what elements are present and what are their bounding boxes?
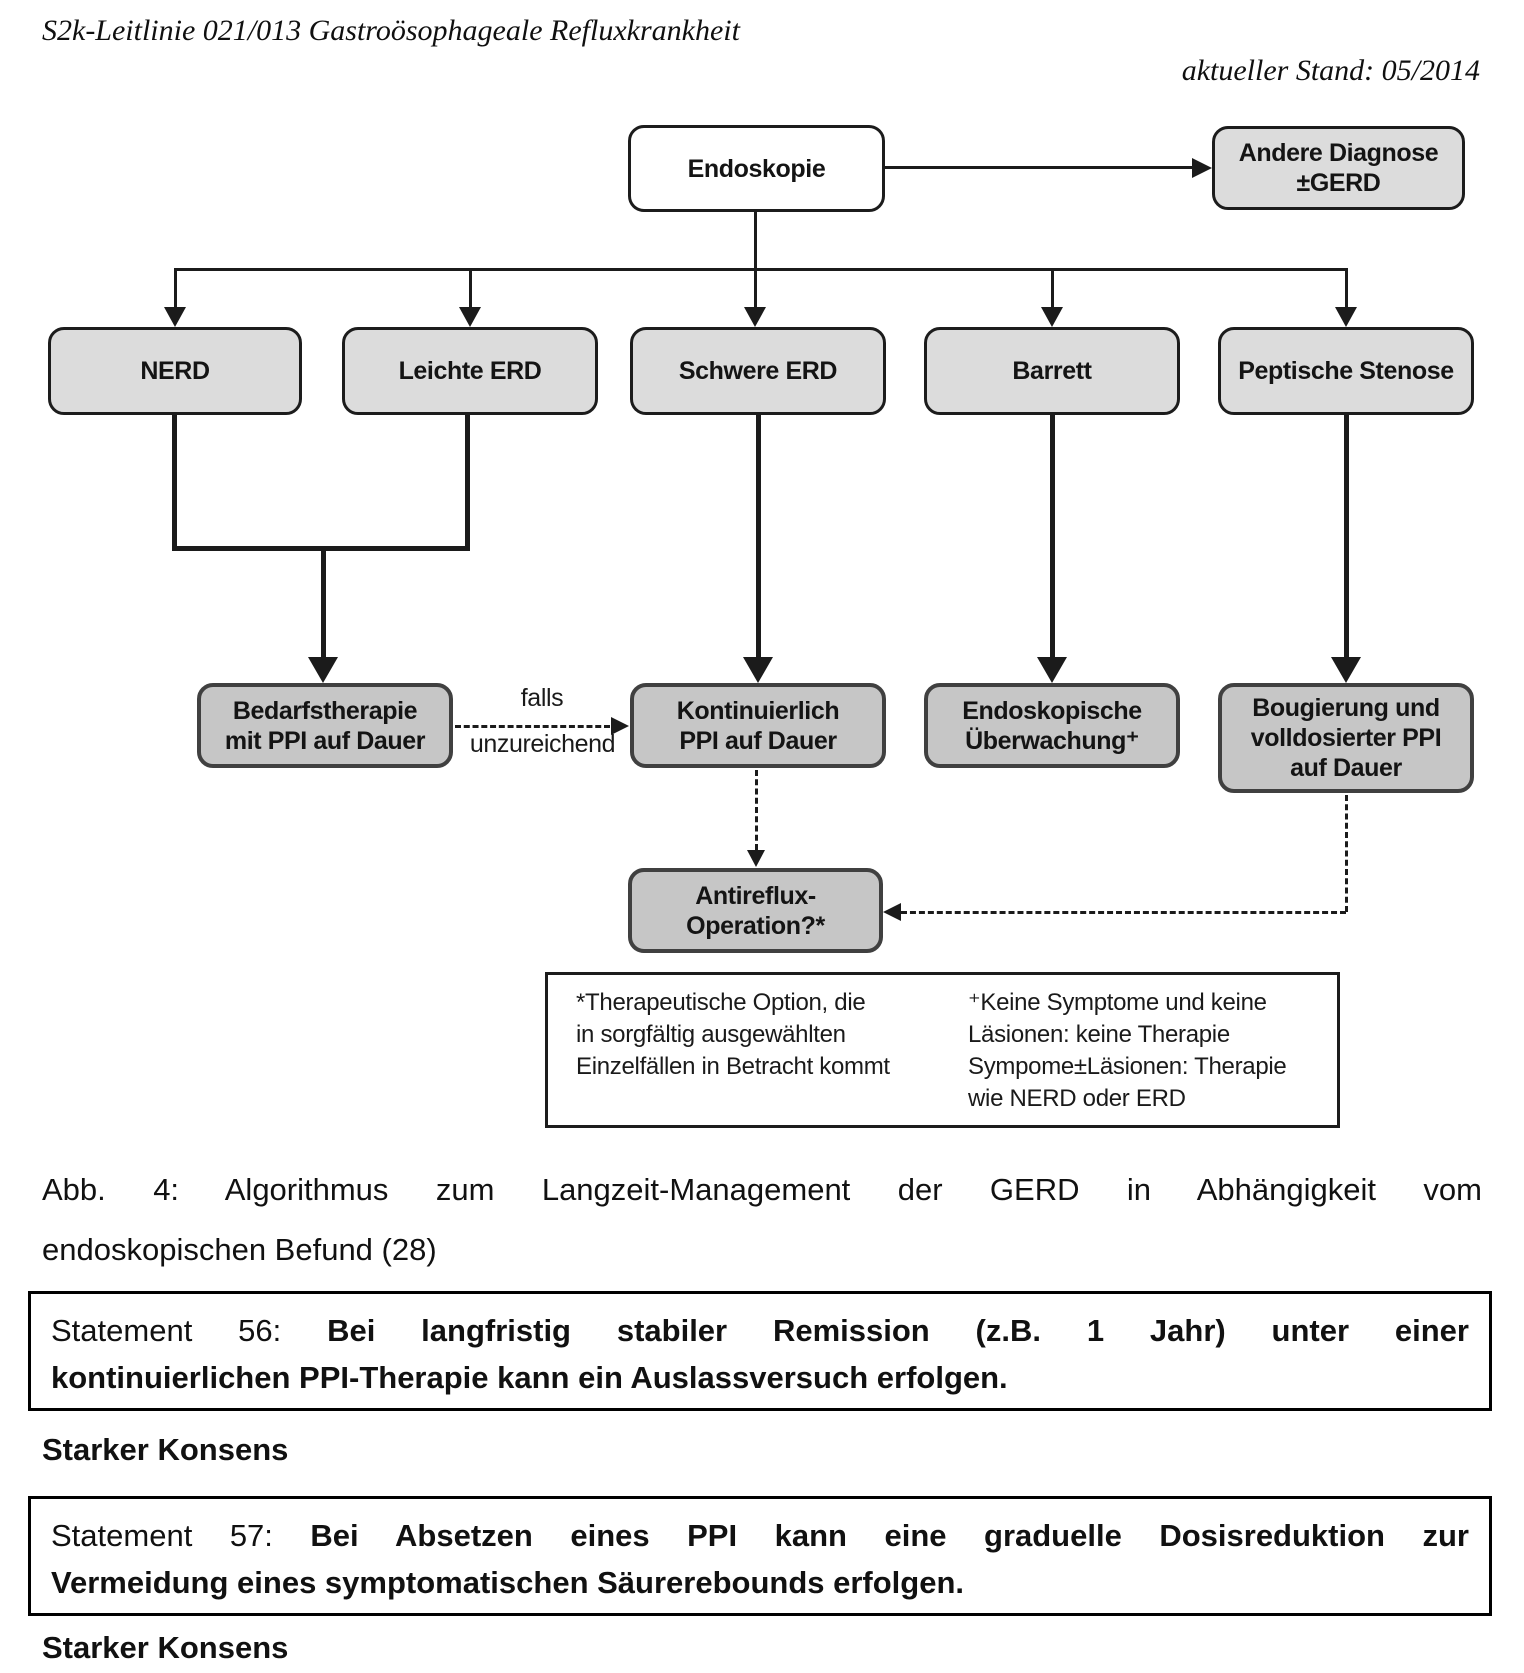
- node-schwere-erd: Schwere ERD: [630, 327, 886, 415]
- arrowhead-to-antireflux-top: [747, 850, 765, 867]
- statement-56-prefix: Statement 56:: [51, 1313, 328, 1348]
- statement-56-box: Statement 56: Bei langfristig stabiler R…: [28, 1291, 1492, 1411]
- node-leichte-erd: Leichte ERD: [342, 327, 598, 415]
- figure-caption: Abb. 4: Algorithmus zum Langzeit-Managem…: [42, 1160, 1482, 1280]
- line-endoskopie-drop: [754, 212, 757, 308]
- node-barrett: Barrett: [924, 327, 1180, 415]
- consensus-56: Starker Konsens: [42, 1432, 289, 1467]
- arrowhead-to-antireflux-right: [883, 903, 901, 921]
- arrow-endoskopie-to-andere-line: [885, 166, 1192, 169]
- document-status-date: aktueller Stand: 05/2014: [1181, 54, 1480, 87]
- footnote-box: *Therapeutische Option, die in sorgfälti…: [545, 972, 1340, 1128]
- node-bougierung: Bougierung und volldosierter PPI auf Dau…: [1218, 683, 1474, 793]
- arrowhead-to-nerd: [164, 307, 186, 327]
- line-peptische-to-bougierung: [1344, 415, 1349, 658]
- arrowhead-to-schwere: [744, 307, 766, 327]
- statement-57-line2: Vermeidung eines symptomatischen Säurere…: [51, 1565, 965, 1600]
- statement-57-box: Statement 57: Bei Absetzen eines PPI kan…: [28, 1496, 1492, 1616]
- node-endoskopie: Endoskopie: [628, 125, 885, 212]
- consensus-57: Starker Konsens: [42, 1630, 289, 1665]
- statement-56-text1: Bei langfristig stabiler Remission (z.B.…: [327, 1313, 1469, 1348]
- line-drop-peptische: [1345, 268, 1348, 308]
- arrow-endoskopie-to-andere-head: [1192, 158, 1212, 178]
- line-drop-barrett: [1051, 268, 1054, 308]
- footnote-asterisk: *Therapeutische Option, die in sorgfälti…: [576, 989, 890, 1080]
- line-distributor: [174, 268, 1348, 271]
- line-merge-nerd: [172, 415, 177, 550]
- node-bedarfstherapie: Bedarfstherapie mit PPI auf Dauer: [197, 683, 453, 768]
- figure-caption-line1: Abb. 4: Algorithmus zum Langzeit-Managem…: [42, 1172, 1482, 1207]
- dashed-bougierung-down: [1345, 795, 1348, 912]
- node-andere-diagnose: Andere Diagnose ±GERD: [1212, 126, 1465, 210]
- edge-label-falls: falls: [520, 684, 564, 712]
- arrowhead-to-bougierung: [1331, 657, 1361, 683]
- node-peptische-stenose: Peptische Stenose: [1218, 327, 1474, 415]
- arrowhead-to-barrett: [1041, 307, 1063, 327]
- arrowhead-to-kontinuierlich: [743, 657, 773, 683]
- statement-57-prefix: Statement 57:: [51, 1518, 311, 1553]
- arrowhead-to-leichte: [459, 307, 481, 327]
- line-merge-drop: [321, 548, 326, 658]
- statement-56-line1: Statement 56: Bei langfristig stabiler R…: [51, 1307, 1469, 1354]
- node-kontinuierlich-ppi: Kontinuierlich PPI auf Dauer: [630, 683, 886, 768]
- document-title: S2k-Leitlinie 021/013 Gastroösophageale …: [42, 14, 740, 47]
- line-drop-leichte: [469, 268, 472, 308]
- node-nerd: NERD: [48, 327, 302, 415]
- arrowhead-to-ueberwachung: [1037, 657, 1067, 683]
- edge-label-unzureichend: unzureichend: [469, 730, 616, 758]
- arrowhead-falls-unzureichend: [611, 717, 629, 735]
- arrowhead-to-bedarfstherapie: [308, 657, 338, 683]
- statement-56-line2: kontinuierlichen PPI-Therapie kann ein A…: [51, 1360, 1008, 1395]
- line-merge-leichte: [465, 415, 470, 550]
- arrowhead-to-peptische: [1335, 307, 1357, 327]
- dashed-bedarfs-to-kontinuierlich: [455, 725, 610, 728]
- line-drop-nerd: [174, 268, 177, 308]
- node-endoskopische-ueberwachung: Endoskopische Überwachung⁺: [924, 683, 1180, 768]
- footnote-plus: ⁺Keine Symptome und keine Läsionen: kein…: [968, 989, 1287, 1112]
- node-antireflux-operation: Antireflux- Operation?*: [628, 868, 883, 953]
- line-schwere-to-kontinuierlich: [756, 415, 761, 658]
- dashed-bougierung-to-antireflux: [901, 911, 1346, 914]
- statement-57-line1: Statement 57: Bei Absetzen eines PPI kan…: [51, 1512, 1469, 1559]
- statement-57-text1: Bei Absetzen eines PPI kann eine graduel…: [310, 1518, 1469, 1553]
- dashed-kontinuierlich-to-antireflux: [755, 770, 758, 850]
- line-barrett-to-ueberwachung: [1050, 415, 1055, 658]
- figure-caption-line2: endoskopischen Befund (28): [42, 1232, 437, 1267]
